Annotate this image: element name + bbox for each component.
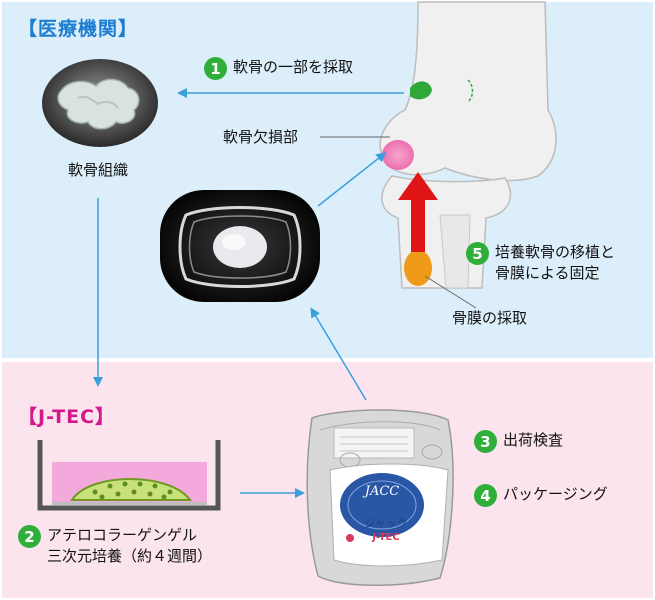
product-package-image xyxy=(306,409,454,586)
transplant-arrow xyxy=(398,172,438,252)
step-2-text-line1: アテロコラーゲンゲル xyxy=(47,526,198,544)
step-2-text-line2: 三次元培養（約４週間） xyxy=(47,547,213,565)
step-1: 1 軟骨の一部を採取 xyxy=(204,57,353,80)
step-3: 3 出荷検査 xyxy=(474,430,563,453)
step-3-badge: 3 xyxy=(474,430,497,453)
hospital-title: 【医療機関】 xyxy=(18,18,139,40)
step-1-badge: 1 xyxy=(204,57,227,80)
step-4-badge: 4 xyxy=(474,484,497,507)
arrow-package-to-dish xyxy=(310,307,367,401)
step-5-badge: 5 xyxy=(466,242,489,265)
knee-joint-illustration xyxy=(379,1,557,289)
package-brand: JACC xyxy=(364,484,400,499)
step-5-text-line1: 培養軟骨の移植と xyxy=(495,243,616,261)
step-2-badge: 2 xyxy=(18,525,41,548)
cartilage-tissue-label: 軟骨組織 xyxy=(68,161,129,179)
periosteum-label: 骨膜の採取 xyxy=(452,309,528,327)
step-4-text: パッケージング xyxy=(503,485,608,503)
flow-arrows xyxy=(93,88,404,498)
step-2: 2 アテロコラーゲンゲル 三次元培養（約４週間） xyxy=(18,525,212,567)
leader-lines xyxy=(320,136,477,309)
step-5-text-line2: 骨膜による固定 xyxy=(495,264,600,282)
step-5: 5 培養軟骨の移植と 骨膜による固定 xyxy=(466,242,615,284)
step-1-text: 軟骨の一部を採取 xyxy=(233,58,354,76)
package-maker: J-TEC xyxy=(372,532,400,543)
jtec-title: 【J-TEC】 xyxy=(18,406,116,428)
step-3-text: 出荷検査 xyxy=(503,431,564,449)
culture-vessel-illustration xyxy=(37,440,221,511)
package-brand-kana: ジャック xyxy=(364,517,408,530)
culture-dish-image xyxy=(160,190,320,302)
arrow-dish-to-defect xyxy=(317,152,387,207)
step-4: 4 パッケージング xyxy=(474,484,608,507)
cartilage-tissue-image xyxy=(42,59,158,147)
defect-label: 軟骨欠損部 xyxy=(223,128,299,146)
